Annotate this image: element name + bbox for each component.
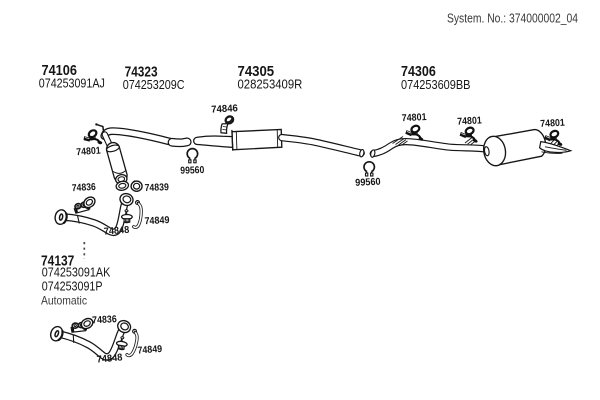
svg-text:74848: 74848	[103, 225, 130, 238]
svg-text:74836: 74836	[72, 182, 97, 194]
svg-text:074253091AJ: 074253091AJ	[39, 76, 105, 91]
svg-text:74846: 74846	[211, 103, 239, 115]
svg-text:74801: 74801	[76, 145, 102, 158]
svg-text:074253091AK: 074253091AK	[42, 264, 111, 279]
svg-text:074253209C: 074253209C	[123, 77, 185, 92]
svg-text:74801: 74801	[540, 118, 566, 130]
svg-text:74848: 74848	[96, 352, 123, 365]
svg-text:74801: 74801	[401, 112, 427, 124]
svg-text:99560: 99560	[355, 177, 381, 189]
svg-text:74305: 74305	[238, 63, 275, 80]
svg-text:74137: 74137	[41, 252, 74, 269]
svg-text:074253091P: 074253091P	[42, 278, 103, 293]
svg-text:System. No.: 374000002_04: System. No.: 374000002_04	[447, 11, 578, 25]
svg-text:74839: 74839	[144, 182, 169, 194]
svg-text:074253609BB: 074253609BB	[401, 77, 471, 92]
svg-text:74323: 74323	[125, 63, 158, 80]
svg-text:74836: 74836	[92, 314, 118, 326]
svg-text:74849: 74849	[144, 215, 170, 227]
svg-text:028253409R: 028253409R	[238, 77, 303, 92]
svg-text:74306: 74306	[401, 63, 436, 80]
svg-text:74801: 74801	[457, 115, 482, 127]
svg-text:74106: 74106	[42, 62, 77, 79]
svg-text:Automatic: Automatic	[41, 293, 87, 307]
svg-text:74849: 74849	[137, 344, 163, 357]
svg-text:99560: 99560	[180, 165, 205, 177]
